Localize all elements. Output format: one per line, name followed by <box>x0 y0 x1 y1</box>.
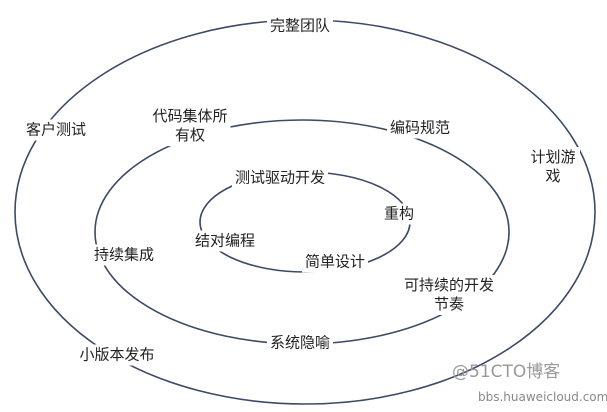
label-refactoring: 重构 <box>380 203 418 225</box>
label-tdd: 测试驱动开发 <box>231 167 329 189</box>
watermark-51cto: @51CTO博客 <box>452 362 561 382</box>
label-sustainable-pace: 可持续的开发 节奏 <box>400 275 498 315</box>
label-coding-standard: 编码规范 <box>386 117 454 139</box>
watermark-huaweicloud: bbs.huaweicloud.com <box>478 390 607 404</box>
label-planning-game: 计划游戏 <box>526 147 580 187</box>
label-whole-team: 完整团队 <box>266 15 334 37</box>
label-system-metaphor: 系统隐喻 <box>266 332 334 354</box>
label-small-releases: 小版本发布 <box>76 344 158 366</box>
label-customer-tests: 客户测试 <box>22 119 90 141</box>
label-pair-programming: 结对编程 <box>191 230 259 252</box>
label-simple-design: 简单设计 <box>301 251 369 273</box>
label-continuous-integration: 持续集成 <box>90 244 158 266</box>
label-collective-ownership: 代码集体所 有权 <box>149 106 231 146</box>
